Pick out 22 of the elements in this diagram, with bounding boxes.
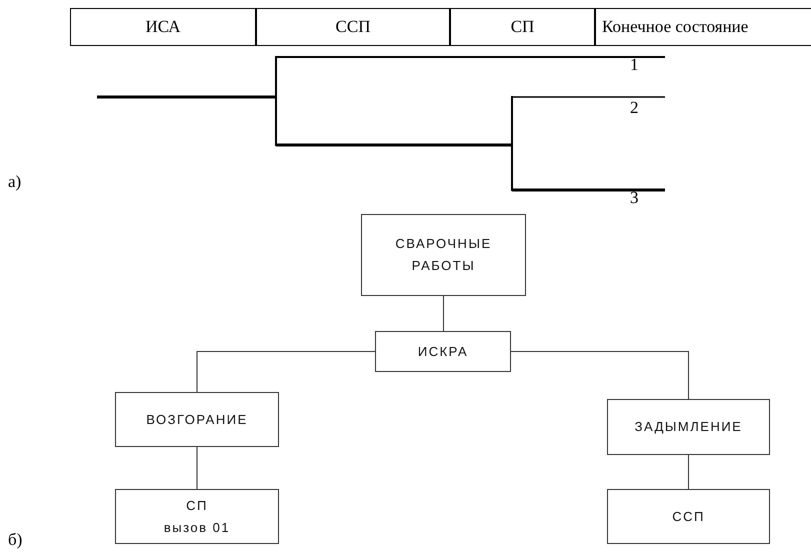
process-box: ССП [607, 489, 770, 544]
table-header-cell: ССП [256, 8, 450, 46]
connector-line [510, 351, 689, 400]
process-box: ИСКРА [375, 331, 511, 372]
process-box [115, 489, 279, 544]
connector-line [196, 351, 376, 392]
panel-letter: б) [8, 531, 22, 549]
process-box: СВАРОЧНЫЕ РАБОТЫ [361, 214, 526, 296]
box-text: вызов 01 [164, 518, 230, 536]
table-header-cell: ИСА [70, 8, 256, 46]
outcome-number: 3 [630, 189, 638, 207]
outcome-number: 2 [630, 99, 638, 117]
box-text: СП [186, 496, 208, 514]
process-box: ВОЗГОРАНИЕ [115, 392, 279, 447]
connector-line [443, 296, 444, 332]
table-header-cell: СП [450, 8, 595, 46]
table-header-cell: Конечное состояние [595, 8, 811, 46]
connector-line [196, 446, 198, 490]
connector-line [688, 454, 689, 490]
process-box: ЗАДЫМЛЕНИЕ [607, 399, 770, 455]
outcome-number: 1 [630, 56, 638, 74]
panel-letter: а) [8, 173, 22, 191]
